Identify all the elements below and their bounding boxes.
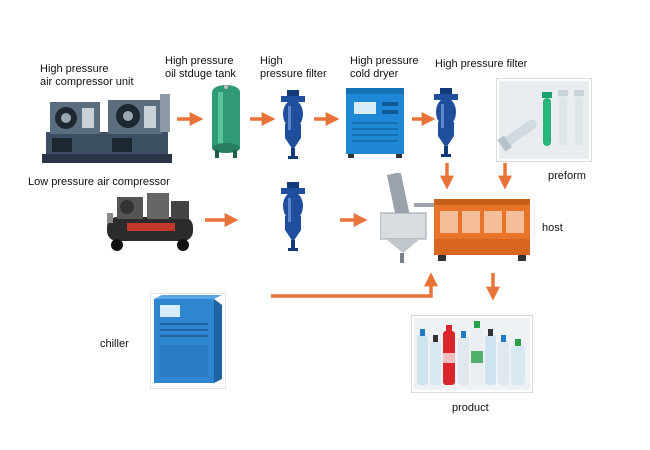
product-image [411,315,533,393]
high-pressure-compressor-image [42,94,172,163]
label-product: product [452,402,489,414]
label-chiller: chiller [100,338,129,350]
label-filter-1: High pressure filter [260,55,327,80]
chiller-image [150,293,226,389]
label-preform: preform [548,170,586,182]
cold-dryer-image [346,88,404,158]
low-pressure-filter-image [281,182,305,251]
preform-image [496,78,592,162]
label-cold-dryer: High pressure cold dryer [350,55,419,80]
label-host: host [542,222,563,234]
label-oil-tank: High pressure oil stduge tank [165,55,236,80]
oil-tank-image [212,85,240,158]
arrow-chiller-line [271,272,438,298]
host-machine-image [380,173,530,263]
high-pressure-filter-2-image [434,88,458,157]
label-filter-2: High pressure filter [435,58,528,70]
label-lp-compressor: Low pressure air compressor [28,176,170,188]
high-pressure-filter-1-image [281,90,305,159]
low-pressure-compressor-image [107,193,193,251]
label-hp-compressor: High pressure air compressor unit [40,63,134,88]
